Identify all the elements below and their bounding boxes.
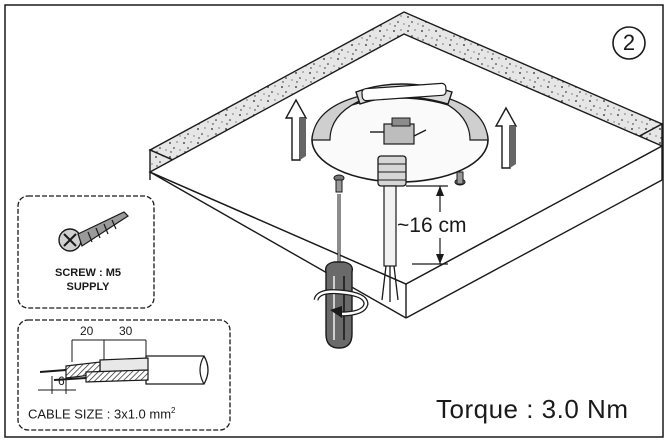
cable-dim-20: 20 bbox=[80, 324, 94, 338]
outer-frame bbox=[4, 4, 664, 438]
cable-dim-6: 6 bbox=[58, 374, 65, 388]
screw-spec-label: SCREW : M5 SUPPLY bbox=[22, 266, 154, 294]
distance-label: ~16 cm bbox=[397, 214, 467, 237]
torque-label: Torque : 3.0 Nm bbox=[436, 394, 629, 424]
supply-cable bbox=[381, 185, 399, 302]
mounting-base bbox=[311, 82, 489, 187]
wood-screw-icon bbox=[58, 211, 129, 252]
arrow-up-right-icon bbox=[494, 106, 518, 169]
step-badge bbox=[612, 26, 646, 60]
screw-supply: SUPPLY bbox=[66, 281, 110, 293]
cable-size-label: CABLE SIZE : 3x1.0 mm2 bbox=[28, 406, 176, 421]
mounting-screw-left bbox=[333, 174, 345, 193]
screwdriver-icon bbox=[313, 194, 369, 349]
cable-dimension-lines bbox=[38, 339, 147, 394]
stripped-cable-icon bbox=[39, 355, 209, 385]
distance-dimension bbox=[406, 185, 448, 265]
screw-info-box bbox=[17, 195, 155, 309]
mounting-screw-right bbox=[454, 171, 466, 186]
cable-dim-30: 30 bbox=[119, 324, 133, 338]
cable-size-text: CABLE SIZE : 3x1.0 mm bbox=[28, 406, 172, 422]
cable-size-exponent: 2 bbox=[171, 406, 176, 415]
arrow-up-left-icon bbox=[284, 98, 308, 161]
step-number: 2 bbox=[622, 30, 636, 55]
screw-type: SCREW : M5 bbox=[55, 267, 121, 279]
